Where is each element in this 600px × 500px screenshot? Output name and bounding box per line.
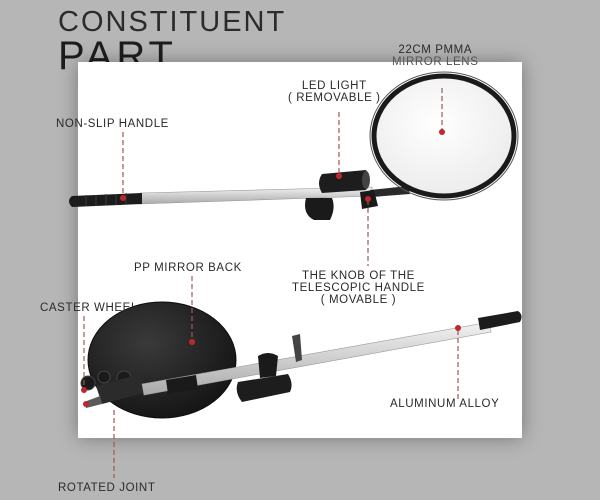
marker-caster-wheel	[81, 387, 87, 393]
upper-assembly	[69, 71, 519, 220]
upper-grip-ridges	[85, 193, 127, 206]
upper-led-lens	[362, 171, 370, 189]
label-led-light-line-2: ( REMOVABLE )	[288, 92, 381, 104]
label-mirror-back: PP MIRROR BACK	[134, 262, 242, 274]
leader-lines	[83, 88, 459, 478]
lower-assembly	[80, 301, 522, 419]
marker-aluminum-alloy	[455, 325, 461, 331]
label-caster-wheel: CASTER WHEEL	[40, 302, 138, 314]
label-rotated-joint: ROTATED JOINT	[58, 482, 156, 494]
upper-led-light	[319, 170, 369, 193]
label-aluminum-alloy: ALUMINUM ALLOY	[390, 398, 500, 410]
lower-mount-hook	[292, 334, 302, 362]
caster-wheel-1	[80, 375, 96, 391]
marker-rotated-joint	[83, 401, 89, 407]
lower-tube-clamp	[166, 375, 198, 394]
marker-handle	[120, 195, 126, 201]
upper-mirror-arm	[370, 186, 410, 197]
lower-tube	[141, 321, 492, 396]
marker-led-light	[336, 173, 342, 179]
label-knob: THE KNOB OF THE TELESCOPIC HANDLE ( MOVA…	[292, 270, 425, 306]
upper-clamp	[305, 198, 334, 220]
label-led-light-line-1: LED LIGHT	[301, 80, 367, 92]
rotated-joint-bracket	[96, 374, 148, 404]
label-knob-line-3: ( MOVABLE )	[320, 294, 397, 306]
label-non-slip-handle: NON-SLIP HANDLE	[56, 118, 169, 130]
marker-knob	[365, 196, 371, 202]
label-mirror-lens-line-1: 22CM PMMA	[398, 44, 473, 56]
marker-mirror-lens	[439, 129, 445, 135]
label-mirror-lens: 22CM PMMA MIRROR LENS	[392, 44, 478, 68]
marker-dots	[81, 129, 461, 407]
label-mirror-lens-line-2: MIRROR LENS	[392, 56, 479, 68]
heading-line-1: CONSTITUENT	[58, 6, 287, 38]
label-led-light: LED LIGHT ( REMOVABLE )	[288, 80, 381, 104]
lower-led-light	[236, 374, 292, 402]
lower-led-clamp	[258, 353, 278, 378]
caster-wheel-2	[97, 370, 111, 384]
label-knob-line-1: THE KNOB OF THE	[301, 270, 415, 282]
lower-handle-grip	[478, 311, 522, 330]
upper-mirror-lens	[371, 73, 517, 199]
upper-mirror-rim	[369, 71, 519, 201]
marker-mirror-back	[189, 339, 195, 345]
label-knob-line-2: TELESCOPIC HANDLE	[292, 282, 425, 294]
